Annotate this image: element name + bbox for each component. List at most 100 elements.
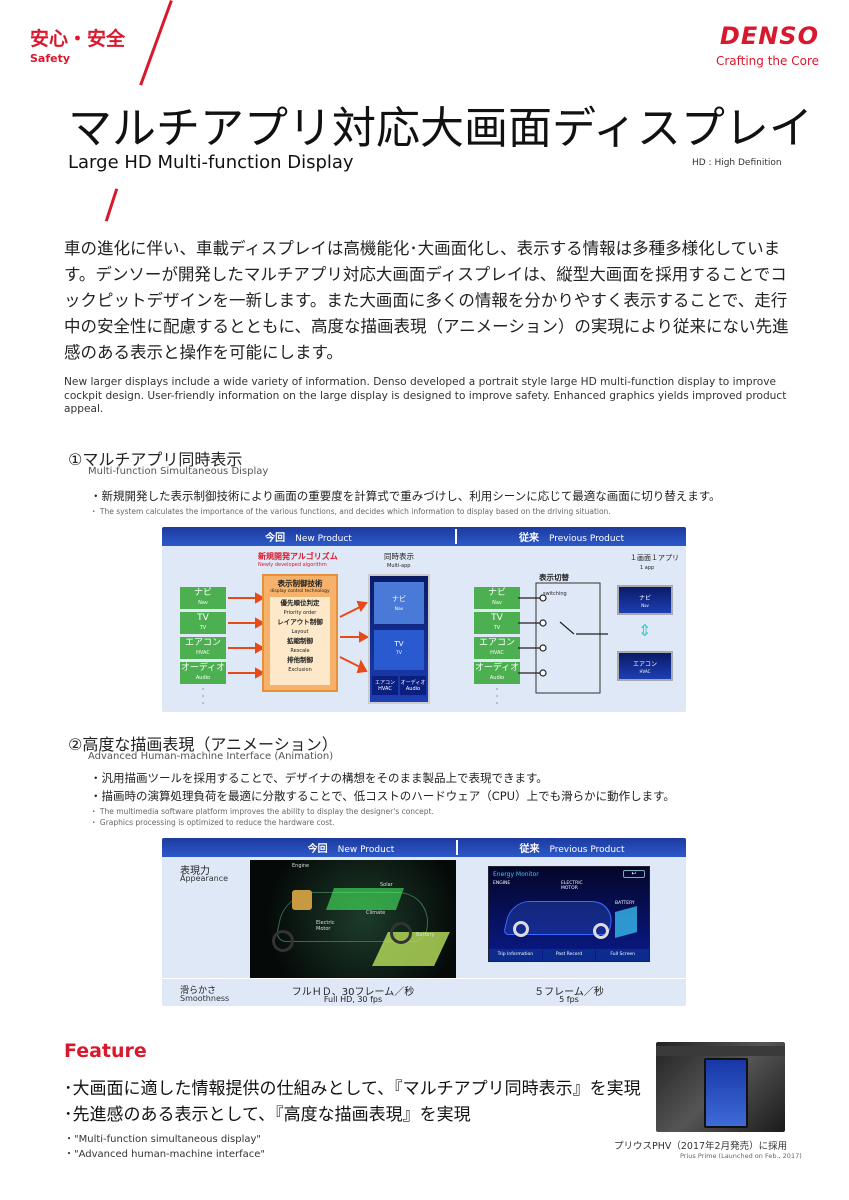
hd-note: HD : High Definition (692, 158, 782, 168)
switch-label-en: switching (543, 591, 567, 597)
new-fps-label: フルＨＤ、30フレーム／秒 (291, 987, 415, 998)
new-climate-label: Climate (366, 910, 386, 916)
red-slash-divider (139, 0, 173, 86)
animation-panel: 今回 New Product 従来 Previous Product 表現力 App… (162, 838, 686, 1006)
rescale-label: 拡縮制御 (287, 637, 313, 645)
trip-info-button[interactable]: Trip Information (489, 949, 542, 961)
full-screen-button[interactable]: Full Screen (596, 949, 650, 961)
category-label-en: Safety (30, 52, 71, 65)
section1-subtitle: Multi-function Simultaneous Display (88, 466, 269, 477)
prev-label: 従来 (519, 844, 540, 855)
smoothness-label: 滑らかさ (180, 986, 217, 996)
photo-caption-en: Prius Prime (Launched on Feb., 2017) (680, 1152, 802, 1160)
prev-engine-label: ENGINE (493, 881, 511, 886)
panel-header: 今回 New Product 従来 Previous Product (162, 838, 686, 857)
feature-item-1-en: ・"Multi-function simultaneous display" (64, 1134, 262, 1145)
layout-label-en: Layout (291, 628, 309, 635)
priority-label-en: Priority order (283, 609, 317, 616)
prev-label-en: Previous Product (549, 845, 625, 855)
appearance-label-en: Appearance (180, 874, 229, 883)
section2-bullet2: ・描画時の演算処理負荷を最適に分散することで、低コストのハードウェア（CPU）上… (90, 789, 675, 803)
new-motor-label: Electric Motor (316, 920, 335, 932)
new-solar-label: Solar (380, 882, 393, 888)
switch-diagram (518, 582, 608, 694)
photo-caption: プリウスPHV（2017年2月発売）に採用 (614, 1141, 788, 1152)
brand-tagline: Crafting the Core (715, 54, 819, 68)
prev-label-en: Previous Product (548, 534, 625, 544)
past-record-button[interactable]: Past Record (542, 949, 596, 961)
back-icon[interactable]: ↩ (623, 870, 645, 878)
control-tech-label-en: display control technology (270, 589, 330, 594)
new-battery-label: Battery (416, 932, 435, 938)
smoothness-label-en: Smoothness (180, 994, 230, 1003)
section1-title: ①マルチアプリ同時表示 (68, 450, 243, 469)
control-tech-label: 表示制御技術 (277, 579, 323, 588)
multi-label: 同時表示 (384, 552, 414, 561)
new-label-en: New Product (295, 534, 352, 544)
new-fps-label-en: Full HD, 30 fps (323, 995, 383, 1004)
section1-bullet-en: ・ The system calculates the importance o… (90, 507, 611, 516)
section2-bullet2-en: ・ Graphics processing is optimized to re… (90, 818, 335, 827)
input-arrows (228, 592, 266, 679)
section2-subtitle: Advanced Human-machine Interface (Animat… (88, 751, 334, 762)
new-animation-image: Engine Solar Electric Motor Climate Batt… (250, 860, 456, 978)
brand-logo: DENSO (719, 22, 819, 50)
category-label: 安心・安全 (30, 28, 126, 50)
rescale-label-en: Rescale (290, 647, 310, 654)
one-app-label: １画面１アプリ (630, 554, 679, 562)
feature-item-2-en: ・"Advanced human-machine interface" (64, 1149, 266, 1160)
section2-title: ②高度な描画表現（アニメーション） (68, 735, 338, 754)
feature-item-2: ･先進感のある表示として、『高度な描画表現』を実現 (64, 1105, 471, 1125)
new-label: 今回 (265, 533, 286, 544)
exclusion-label: 排他制御 (287, 656, 313, 664)
algo-label-en: Newly developed algorithm (258, 562, 327, 568)
appearance-label: 表現力 (180, 866, 210, 877)
lead-paragraph-en: New larger displays include a wide varie… (64, 376, 787, 415)
page-title-en: Large HD Multi-function Display (68, 152, 354, 173)
prev-fps-label: ５フレーム／秒 (534, 987, 604, 998)
new-label: 今回 (307, 844, 328, 855)
energy-monitor-label: Energy Monitor (493, 871, 539, 878)
switch-arrow-icon: ⇕ (638, 621, 652, 640)
prev-battery-label: BATTERY (615, 901, 635, 906)
output-arrows (339, 600, 368, 674)
prev-fps-label-en: 5 fps (559, 995, 579, 1004)
new-engine-label: Engine (292, 863, 310, 869)
feature-item-1: ･大画面に適した情報提供の仕組みとして、『マルチアプリ同時表示』を実現 (64, 1079, 641, 1099)
prius-cockpit-photo (656, 1042, 785, 1132)
new-label-en: New Product (337, 845, 395, 855)
feature-heading: Feature (64, 1040, 147, 1062)
priority-label: 優先順位判定 (280, 599, 320, 607)
section2-bullet1: ・汎用描画ツールを採用することで、デザイナの構想をそのまま製品上で表現できます。 (90, 771, 548, 785)
layout-label: レイアウト制御 (277, 618, 323, 626)
lead-paragraph: 車の進化に伴い、車載ディスプレイは高機能化･大画面化し、表示する情報は多種多様化… (64, 239, 789, 362)
multi-label-en: Multi-app (387, 563, 411, 569)
section2-bullet1-en: ・ The multimedia software platform impro… (90, 807, 434, 816)
prev-animation-image: Energy Monitor ↩ ENGINE ELECTRIC MOTOR B… (488, 866, 650, 962)
control-tech-box: 表示制御技術 display control technology 優先順位判定… (262, 574, 338, 692)
algo-label: 新規開発アルゴリズム (258, 552, 338, 561)
prev-motor-label: ELECTRIC MOTOR (561, 881, 583, 891)
page-title: マルチアプリ対応大画面ディスプレイ (68, 103, 813, 154)
switch-label: 表示切替 (539, 573, 569, 582)
red-slash-accent (104, 188, 119, 222)
